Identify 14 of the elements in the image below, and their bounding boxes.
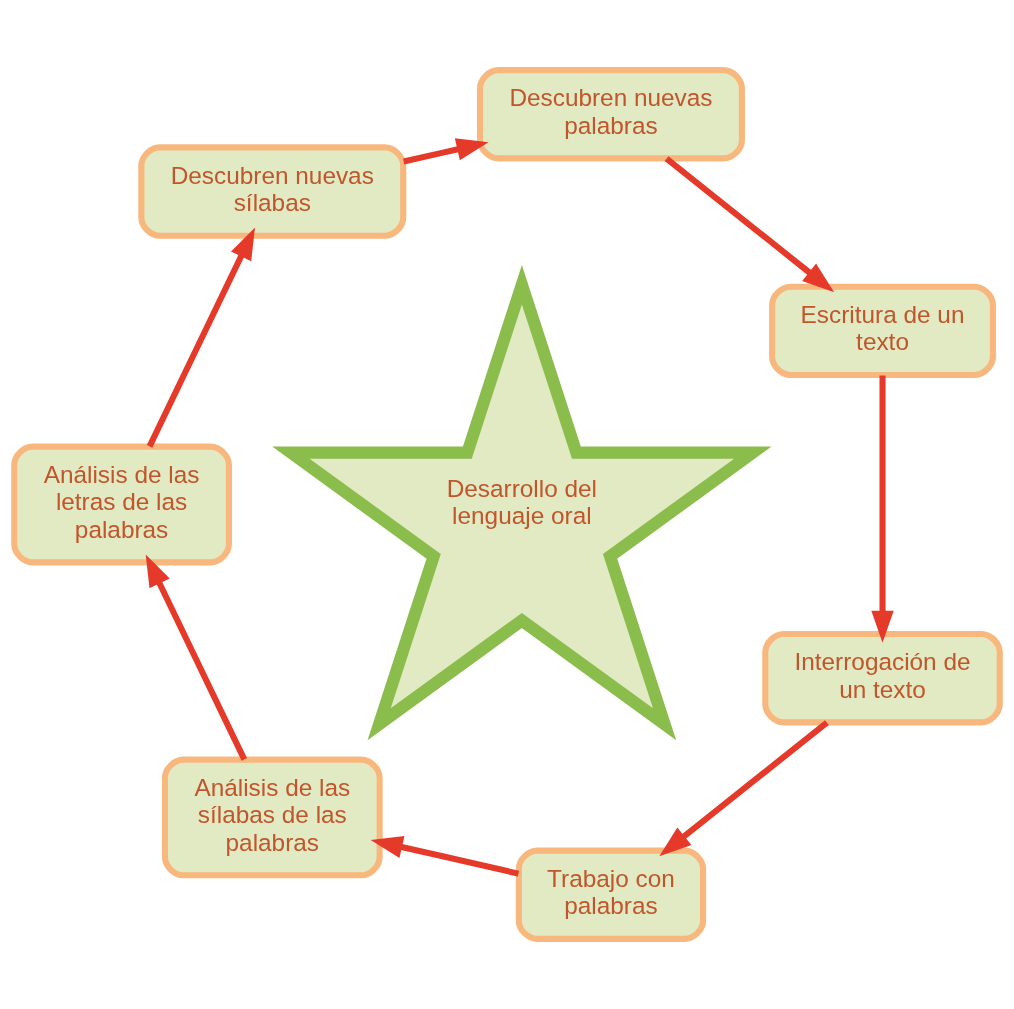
node-box: Análisis de las letras de las palabras <box>11 443 232 566</box>
node-box: Análisis de las sílabas de las palabras <box>161 756 383 879</box>
arrow <box>659 720 829 857</box>
arrow <box>146 227 255 448</box>
arrow <box>871 375 894 643</box>
node-box: Escritura de un texto <box>769 283 996 379</box>
arrow <box>664 156 835 293</box>
arrow <box>370 836 520 877</box>
arrow <box>145 554 248 761</box>
arrow <box>403 138 489 165</box>
node-box: Descubren nuevas sílabas <box>138 144 407 239</box>
node-box: Interrogación de un texto <box>762 631 1003 726</box>
node-box: Descubren nuevas palabras <box>476 67 745 162</box>
node-box: Trabajo con palabras <box>515 847 707 942</box>
